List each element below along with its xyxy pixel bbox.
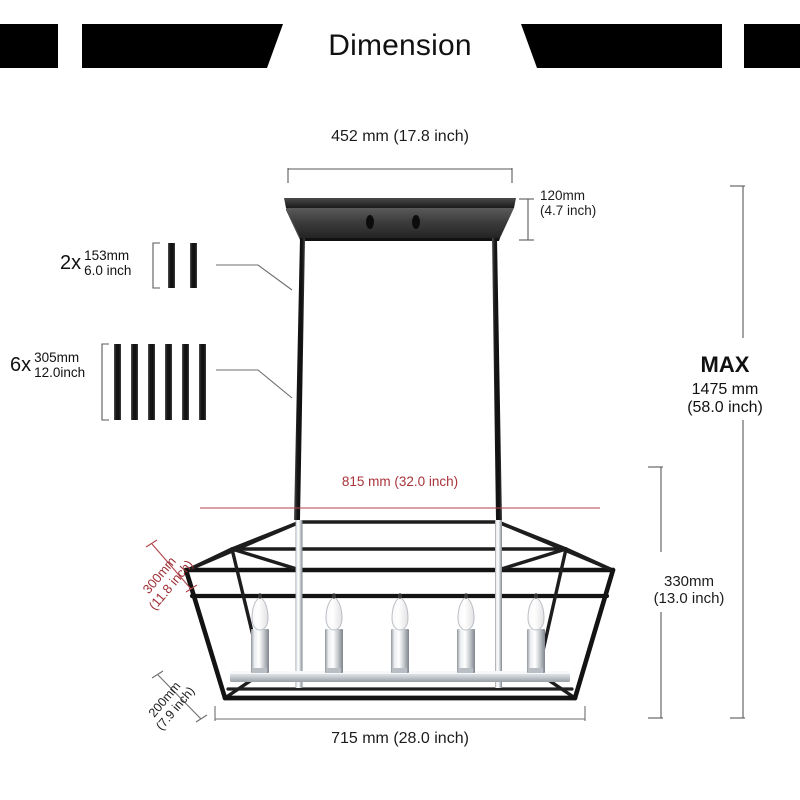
cage-height-mm: 330mm xyxy=(663,573,715,590)
dim-label-cage-width: 715 mm (28.0 inch) xyxy=(331,730,469,747)
candle-lamp xyxy=(391,593,409,673)
part-length-in-153: 6.0 inch xyxy=(84,263,132,278)
canopy-height-in: (4.7 inch) xyxy=(540,203,597,219)
part-callout-305: 6x 305mm 12.0inch xyxy=(10,350,85,380)
dim-label-canopy-height: 120mm (4.7 inch) xyxy=(540,188,596,218)
candle-lamp xyxy=(457,593,475,673)
part-length-in-305: 12.0inch xyxy=(34,365,86,380)
max-in: (58.0 inch) xyxy=(687,399,763,416)
part-qty-153: 2x xyxy=(60,251,82,274)
part-bracket-153 xyxy=(152,242,160,289)
candle-lamps xyxy=(251,593,545,673)
candle-lamp xyxy=(527,593,545,673)
max-mm: 1475 mm xyxy=(691,381,759,398)
leader-lines xyxy=(216,264,293,399)
nickel-stems xyxy=(295,520,502,688)
dim-max-height xyxy=(730,185,745,719)
dim-canopy-height xyxy=(519,198,534,241)
suspension-rods xyxy=(294,238,502,520)
dim-cage-depth-red xyxy=(145,539,198,593)
dim-cage-width xyxy=(214,706,586,721)
cage-height-in: (13.0 inch) xyxy=(653,590,725,607)
candle-lamp xyxy=(325,593,343,673)
part-length-mm-305: 305mm xyxy=(34,350,80,365)
part-length-mm-153: 153mm xyxy=(84,248,130,263)
dim-label-max: MAX 1475 mm (58.0 inch) xyxy=(660,352,790,417)
dim-label-canopy-width: 452 mm (17.8 inch) xyxy=(331,128,469,145)
dim-label-cage-height: 330mm (13.0 inch) xyxy=(634,573,744,607)
header-banner xyxy=(0,24,800,68)
part-bracket-305 xyxy=(101,343,109,421)
dim-cage-height xyxy=(648,466,663,719)
candle-lamp xyxy=(251,593,269,673)
canopy-height-mm: 120mm xyxy=(540,188,586,203)
part-rods-305 xyxy=(114,344,206,420)
max-title: MAX xyxy=(700,352,750,377)
part-qty-305: 6x xyxy=(10,353,32,376)
dim-canopy-width xyxy=(287,168,513,183)
page-title: Dimension xyxy=(328,29,472,62)
dim-base-depth xyxy=(151,670,208,723)
canopy-plate xyxy=(284,198,516,241)
part-callout-153: 2x 153mm 6.0 inch xyxy=(60,248,131,278)
part-rods-153 xyxy=(168,243,197,288)
dim-label-rod-span: 815 mm (32.0 inch) xyxy=(341,474,459,489)
